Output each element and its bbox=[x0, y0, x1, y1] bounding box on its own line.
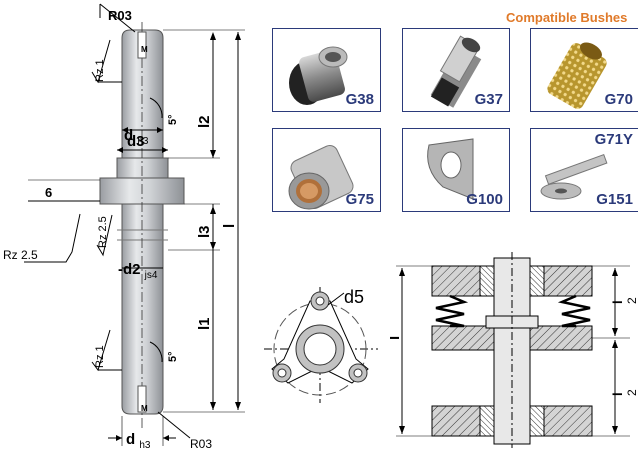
d3-label: d3 bbox=[127, 133, 145, 150]
rz-bottom-label: Rz 1 bbox=[94, 345, 106, 368]
pin-upper-shaft bbox=[121, 29, 164, 179]
radius-bottom-label: R03 bbox=[190, 437, 212, 450]
bush-g38-label: G38 bbox=[345, 91, 374, 108]
pin-shoulder bbox=[116, 157, 169, 179]
bush-g71y-label: G71Y bbox=[594, 131, 633, 148]
assembly-l-half-top: l bbox=[610, 300, 625, 304]
l1-label: l1 bbox=[196, 317, 213, 330]
bush-g37-image bbox=[430, 35, 482, 108]
bush-g75-card[interactable]: G75 bbox=[272, 128, 381, 212]
bush-g151-label: G151 bbox=[596, 191, 633, 208]
angle-top-label: 5° bbox=[167, 114, 179, 125]
angle-bottom-label: 5° bbox=[167, 351, 179, 362]
assembly-l-half-bottom-den: 2 bbox=[625, 389, 638, 396]
bush-g70-card[interactable]: G70 bbox=[530, 28, 638, 112]
d5-side-view: d5 bbox=[264, 287, 378, 403]
l-total-label: l bbox=[221, 224, 238, 228]
bush-g75-image bbox=[288, 145, 354, 210]
bush-g38-image bbox=[289, 46, 348, 105]
bush-g71y-g151-card[interactable]: G71Y G151 bbox=[530, 128, 638, 212]
bush-g37-label: G37 bbox=[474, 91, 503, 108]
d-top-sub: h3 bbox=[137, 136, 149, 147]
collar-height-label: 6 bbox=[45, 185, 52, 200]
svg-text:Rz 2.5: Rz 2.5 bbox=[3, 248, 38, 262]
d2-sub: js4 bbox=[144, 270, 158, 281]
assembly-l-label: l bbox=[390, 336, 403, 340]
svg-text:-d2 js4: -d2 js4 bbox=[118, 261, 158, 281]
svg-text:d h3: d h3 bbox=[126, 431, 151, 450]
svg-text:2: 2 bbox=[625, 389, 638, 396]
pin-lower-shaft bbox=[121, 203, 164, 415]
svg-text:2: 2 bbox=[625, 297, 638, 304]
bush-g100-image bbox=[427, 138, 474, 200]
assembly-l-half-bottom: l bbox=[610, 392, 625, 396]
thread-top-label: M bbox=[141, 45, 148, 54]
rz-mid-label: Rz 2.5 bbox=[97, 216, 109, 248]
d-top-label: d bbox=[124, 127, 133, 144]
bush-g75-label: G75 bbox=[345, 191, 374, 208]
l3-label: l3 bbox=[196, 225, 213, 238]
l2-label: l2 bbox=[196, 115, 213, 128]
svg-text:d h3: d h3 bbox=[124, 127, 149, 147]
bush-g71y-g151-image bbox=[540, 153, 608, 200]
bush-g70-label: G70 bbox=[604, 91, 633, 108]
compatible-bushes-title: Compatible Bushes bbox=[506, 10, 628, 25]
d-bottom-sub: h3 bbox=[139, 440, 151, 450]
rz-collar-label: Rz 2.5 bbox=[3, 248, 38, 262]
bush-g100-label: G100 bbox=[466, 191, 503, 208]
bush-g100-card[interactable]: G100 bbox=[402, 128, 510, 212]
d-bottom-label: d bbox=[126, 431, 135, 448]
d5-label: d5 bbox=[344, 287, 364, 307]
bush-g37-card[interactable]: G37 bbox=[402, 28, 510, 112]
svg-text:l: l bbox=[610, 392, 625, 396]
bush-g70-image bbox=[547, 42, 607, 109]
radius-top-label: R03 bbox=[108, 8, 132, 23]
pin-drawing: M M R03 Rz 1 5° d h3 d3 6 Rz 2.5 Rz 2.5 … bbox=[3, 3, 245, 450]
assembly-section: l l 2 l 2 bbox=[390, 252, 638, 448]
assembly-l-half-top-den: 2 bbox=[625, 297, 638, 304]
bush-g38-card[interactable]: G38 bbox=[272, 28, 381, 112]
thread-bottom-label: M bbox=[141, 404, 148, 413]
d2-label: -d2 bbox=[118, 261, 141, 278]
svg-text:l: l bbox=[610, 300, 625, 304]
